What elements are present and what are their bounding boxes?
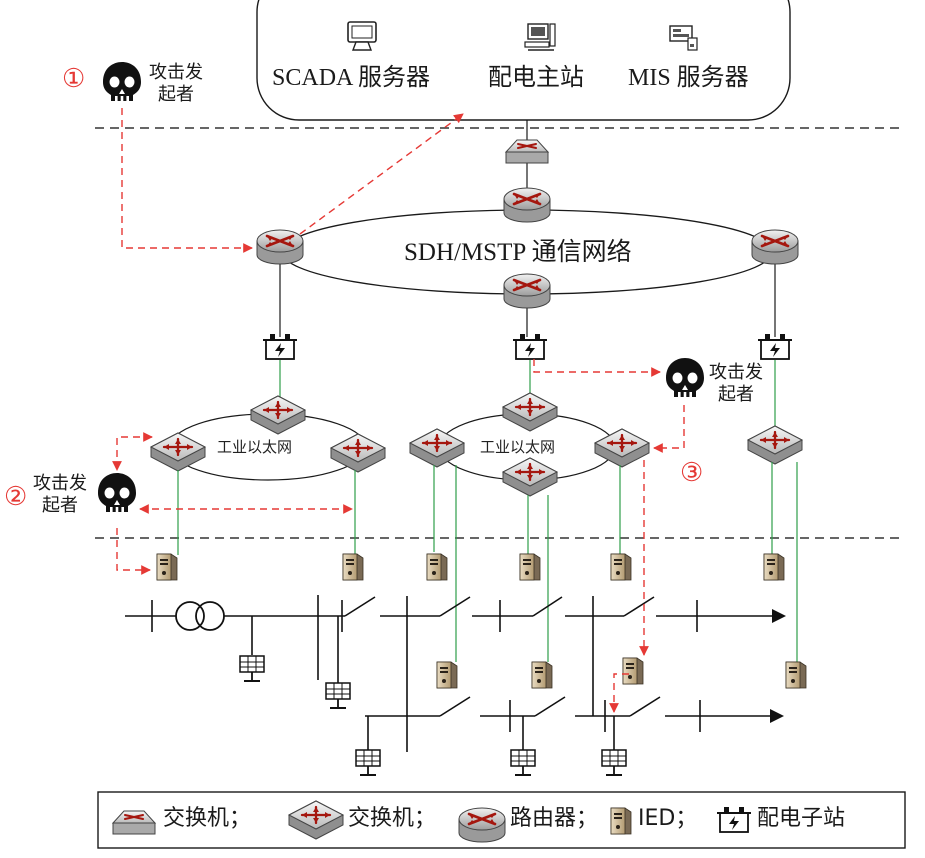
legend-switch-layer-label: 交换机； xyxy=(348,806,437,831)
router-top xyxy=(502,186,552,224)
ethernet-uplinks xyxy=(279,360,776,428)
ied-icon xyxy=(156,553,178,581)
legend-router-label: 路由器； xyxy=(510,806,599,831)
attacker-label-2: 攻击发起者 xyxy=(33,473,87,516)
ethernet-switch xyxy=(746,424,804,466)
ied-icon xyxy=(519,553,541,581)
workstation-icon xyxy=(524,23,556,51)
ied-icon xyxy=(610,807,632,835)
skull-icon xyxy=(98,473,136,512)
sdh-network-label: SDH/MSTP 通信网络 xyxy=(404,239,632,266)
ied-icon xyxy=(610,553,632,581)
feeder-arrow xyxy=(770,709,784,723)
core-switch xyxy=(505,139,549,164)
ethernet-switch xyxy=(501,456,559,498)
ied-icon xyxy=(426,553,448,581)
skull-icon xyxy=(103,62,141,101)
server-icon xyxy=(669,25,698,51)
ied-icon xyxy=(785,661,807,689)
attacker-label-1: 攻击发起者 xyxy=(149,62,203,105)
server-area-box xyxy=(256,0,791,121)
skull-icon xyxy=(666,358,704,397)
attacker-label-3: 攻击发起者 xyxy=(709,362,763,405)
substation-left xyxy=(262,333,298,360)
legend-ied-label: IED； xyxy=(638,806,698,831)
substation-middle xyxy=(512,333,548,360)
router-bottom xyxy=(502,272,552,310)
ied-links xyxy=(177,462,798,662)
legend-switch-flat-label: 交换机； xyxy=(163,806,252,831)
solar-panel-icon xyxy=(325,682,351,709)
ethernet-switch xyxy=(593,427,651,469)
feeder-lines xyxy=(125,595,772,752)
ied-icon xyxy=(531,661,553,689)
solar-panel-icon xyxy=(601,749,627,776)
ied-icon xyxy=(622,657,644,685)
router-left xyxy=(255,228,305,266)
scada-server-label: SCADA 服务器 xyxy=(272,65,431,91)
ethernet-switch xyxy=(149,431,207,473)
monitor-icon xyxy=(347,21,377,51)
master-station-label: 配电主站 xyxy=(488,65,584,91)
substation-right xyxy=(757,333,793,360)
attack-number-2: ② xyxy=(4,482,28,511)
transformer-icon xyxy=(175,601,225,631)
attack-number-3: ③ xyxy=(680,458,704,487)
router-right xyxy=(750,228,800,266)
ethernet-switch xyxy=(408,427,466,469)
attack-paths xyxy=(112,108,685,713)
ethernet-switch xyxy=(329,432,387,474)
feeder-arrow xyxy=(772,609,786,623)
solar-panel-icon xyxy=(239,655,265,682)
ethernet-label-left: 工业以太网 xyxy=(217,438,293,456)
ethernet-switch xyxy=(501,391,559,433)
router-icon xyxy=(457,806,507,844)
ethernet-label-middle: 工业以太网 xyxy=(480,438,556,456)
legend-substation-label: 配电子站 xyxy=(757,806,846,831)
solar-panel-icon xyxy=(355,749,381,776)
mis-server-label: MIS 服务器 xyxy=(628,65,749,91)
ied-icon xyxy=(436,661,458,689)
solar-panel-icon xyxy=(510,749,536,776)
backbone-links xyxy=(279,120,776,337)
ied-icon xyxy=(763,553,785,581)
attack-number-1: ① xyxy=(62,64,86,93)
ied-icon xyxy=(342,553,364,581)
ethernet-switch xyxy=(249,394,307,436)
